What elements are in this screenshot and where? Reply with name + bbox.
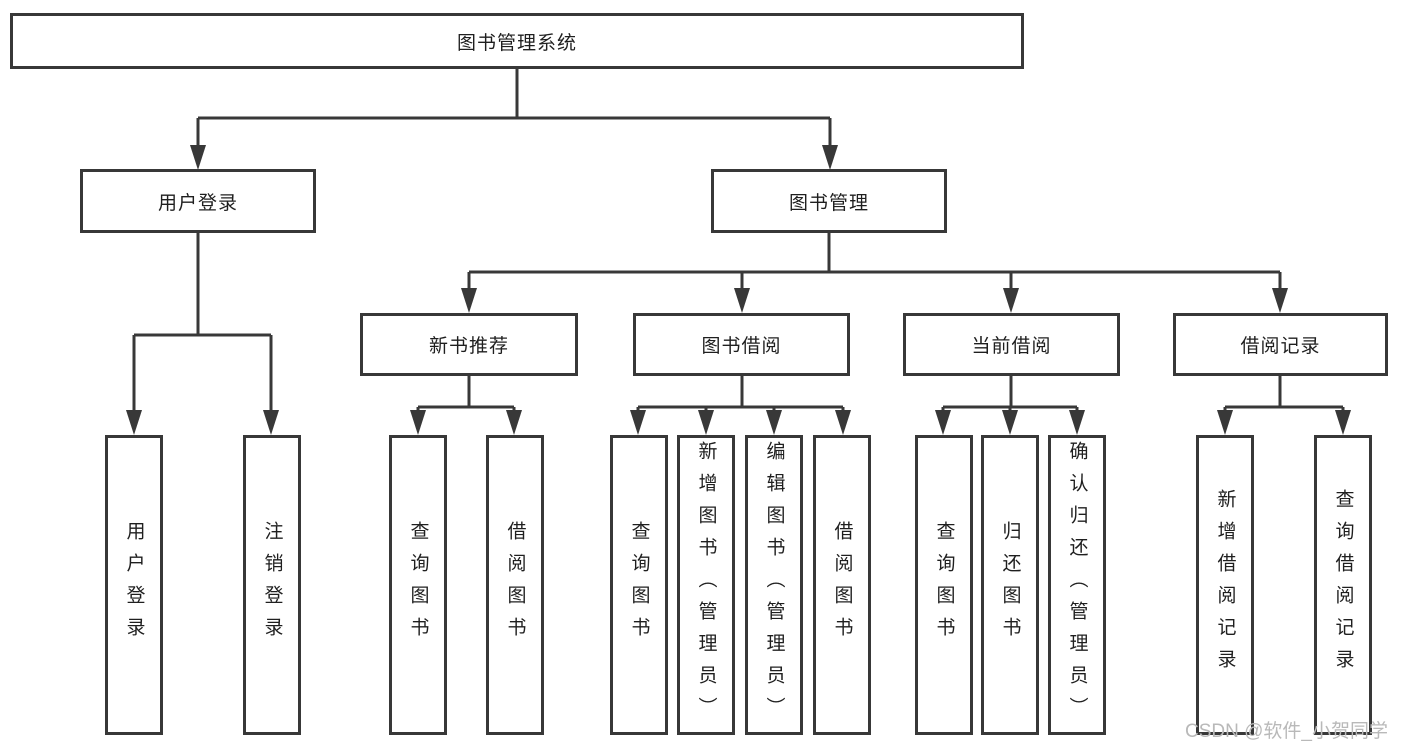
leaf-label: 查询借阅记录 <box>1332 489 1354 681</box>
leaf-label: 查询图书 <box>407 521 429 649</box>
leaf-return-books: 归还图书 <box>981 435 1039 735</box>
leaf-query-books-borrowing: 查询图书 <box>610 435 668 735</box>
leaf-label: 归还图书 <box>999 521 1021 649</box>
leaf-label: 借阅图书 <box>831 521 853 649</box>
node-current-borrowing: 当前借阅 <box>903 313 1120 376</box>
node-label: 图书借阅 <box>701 336 782 357</box>
leaf-add-books-admin: 新增图书（管理员） <box>677 435 735 735</box>
leaf-borrow-books-recommend: 借阅图书 <box>486 435 544 735</box>
leaf-label: 用户登录 <box>123 521 145 649</box>
leaf-label: 编辑图书（管理员） <box>763 441 785 729</box>
leaf-label: 查询图书 <box>933 521 955 649</box>
node-label: 当前借阅 <box>971 336 1052 357</box>
leaf-query-books-recommend: 查询图书 <box>389 435 447 735</box>
leaf-add-borrow-record: 新增借阅记录 <box>1196 435 1254 735</box>
leaf-user-login: 用户登录 <box>105 435 163 735</box>
connector-strokes <box>132 68 1345 412</box>
node-book-borrowing: 图书借阅 <box>633 313 850 376</box>
leaf-label: 新增借阅记录 <box>1214 489 1236 681</box>
node-label: 图书管理系统 <box>456 32 577 54</box>
leaf-query-borrow-record: 查询借阅记录 <box>1314 435 1372 735</box>
node-new-book-recommendation: 新书推荐 <box>360 313 578 376</box>
node-library-management-system: 图书管理系统 <box>10 13 1024 69</box>
node-borrowing-records: 借阅记录 <box>1173 313 1388 376</box>
node-book-management: 图书管理 <box>711 169 947 233</box>
node-label: 图书管理 <box>788 192 869 214</box>
leaf-edit-books-admin: 编辑图书（管理员） <box>745 435 803 735</box>
leaf-label: 新增图书（管理员） <box>695 441 717 729</box>
node-label: 借阅记录 <box>1240 336 1321 357</box>
leaf-confirm-return-admin: 确认归还（管理员） <box>1048 435 1106 735</box>
leaf-label: 注销登录 <box>261 521 283 649</box>
csdn-watermark: CSDN @软件_小贺同学 <box>1185 721 1388 742</box>
node-user-login: 用户登录 <box>80 169 316 233</box>
node-label: 新书推荐 <box>428 336 509 357</box>
leaf-query-books-current: 查询图书 <box>915 435 973 735</box>
arrowheads <box>126 145 1351 435</box>
leaf-label: 确认归还（管理员） <box>1066 441 1088 729</box>
leaf-label: 借阅图书 <box>504 521 526 649</box>
leaf-logout: 注销登录 <box>243 435 301 735</box>
leaf-borrow-books: 借阅图书 <box>813 435 871 735</box>
node-label: 用户登录 <box>157 192 238 214</box>
leaf-label: 查询图书 <box>628 521 650 649</box>
